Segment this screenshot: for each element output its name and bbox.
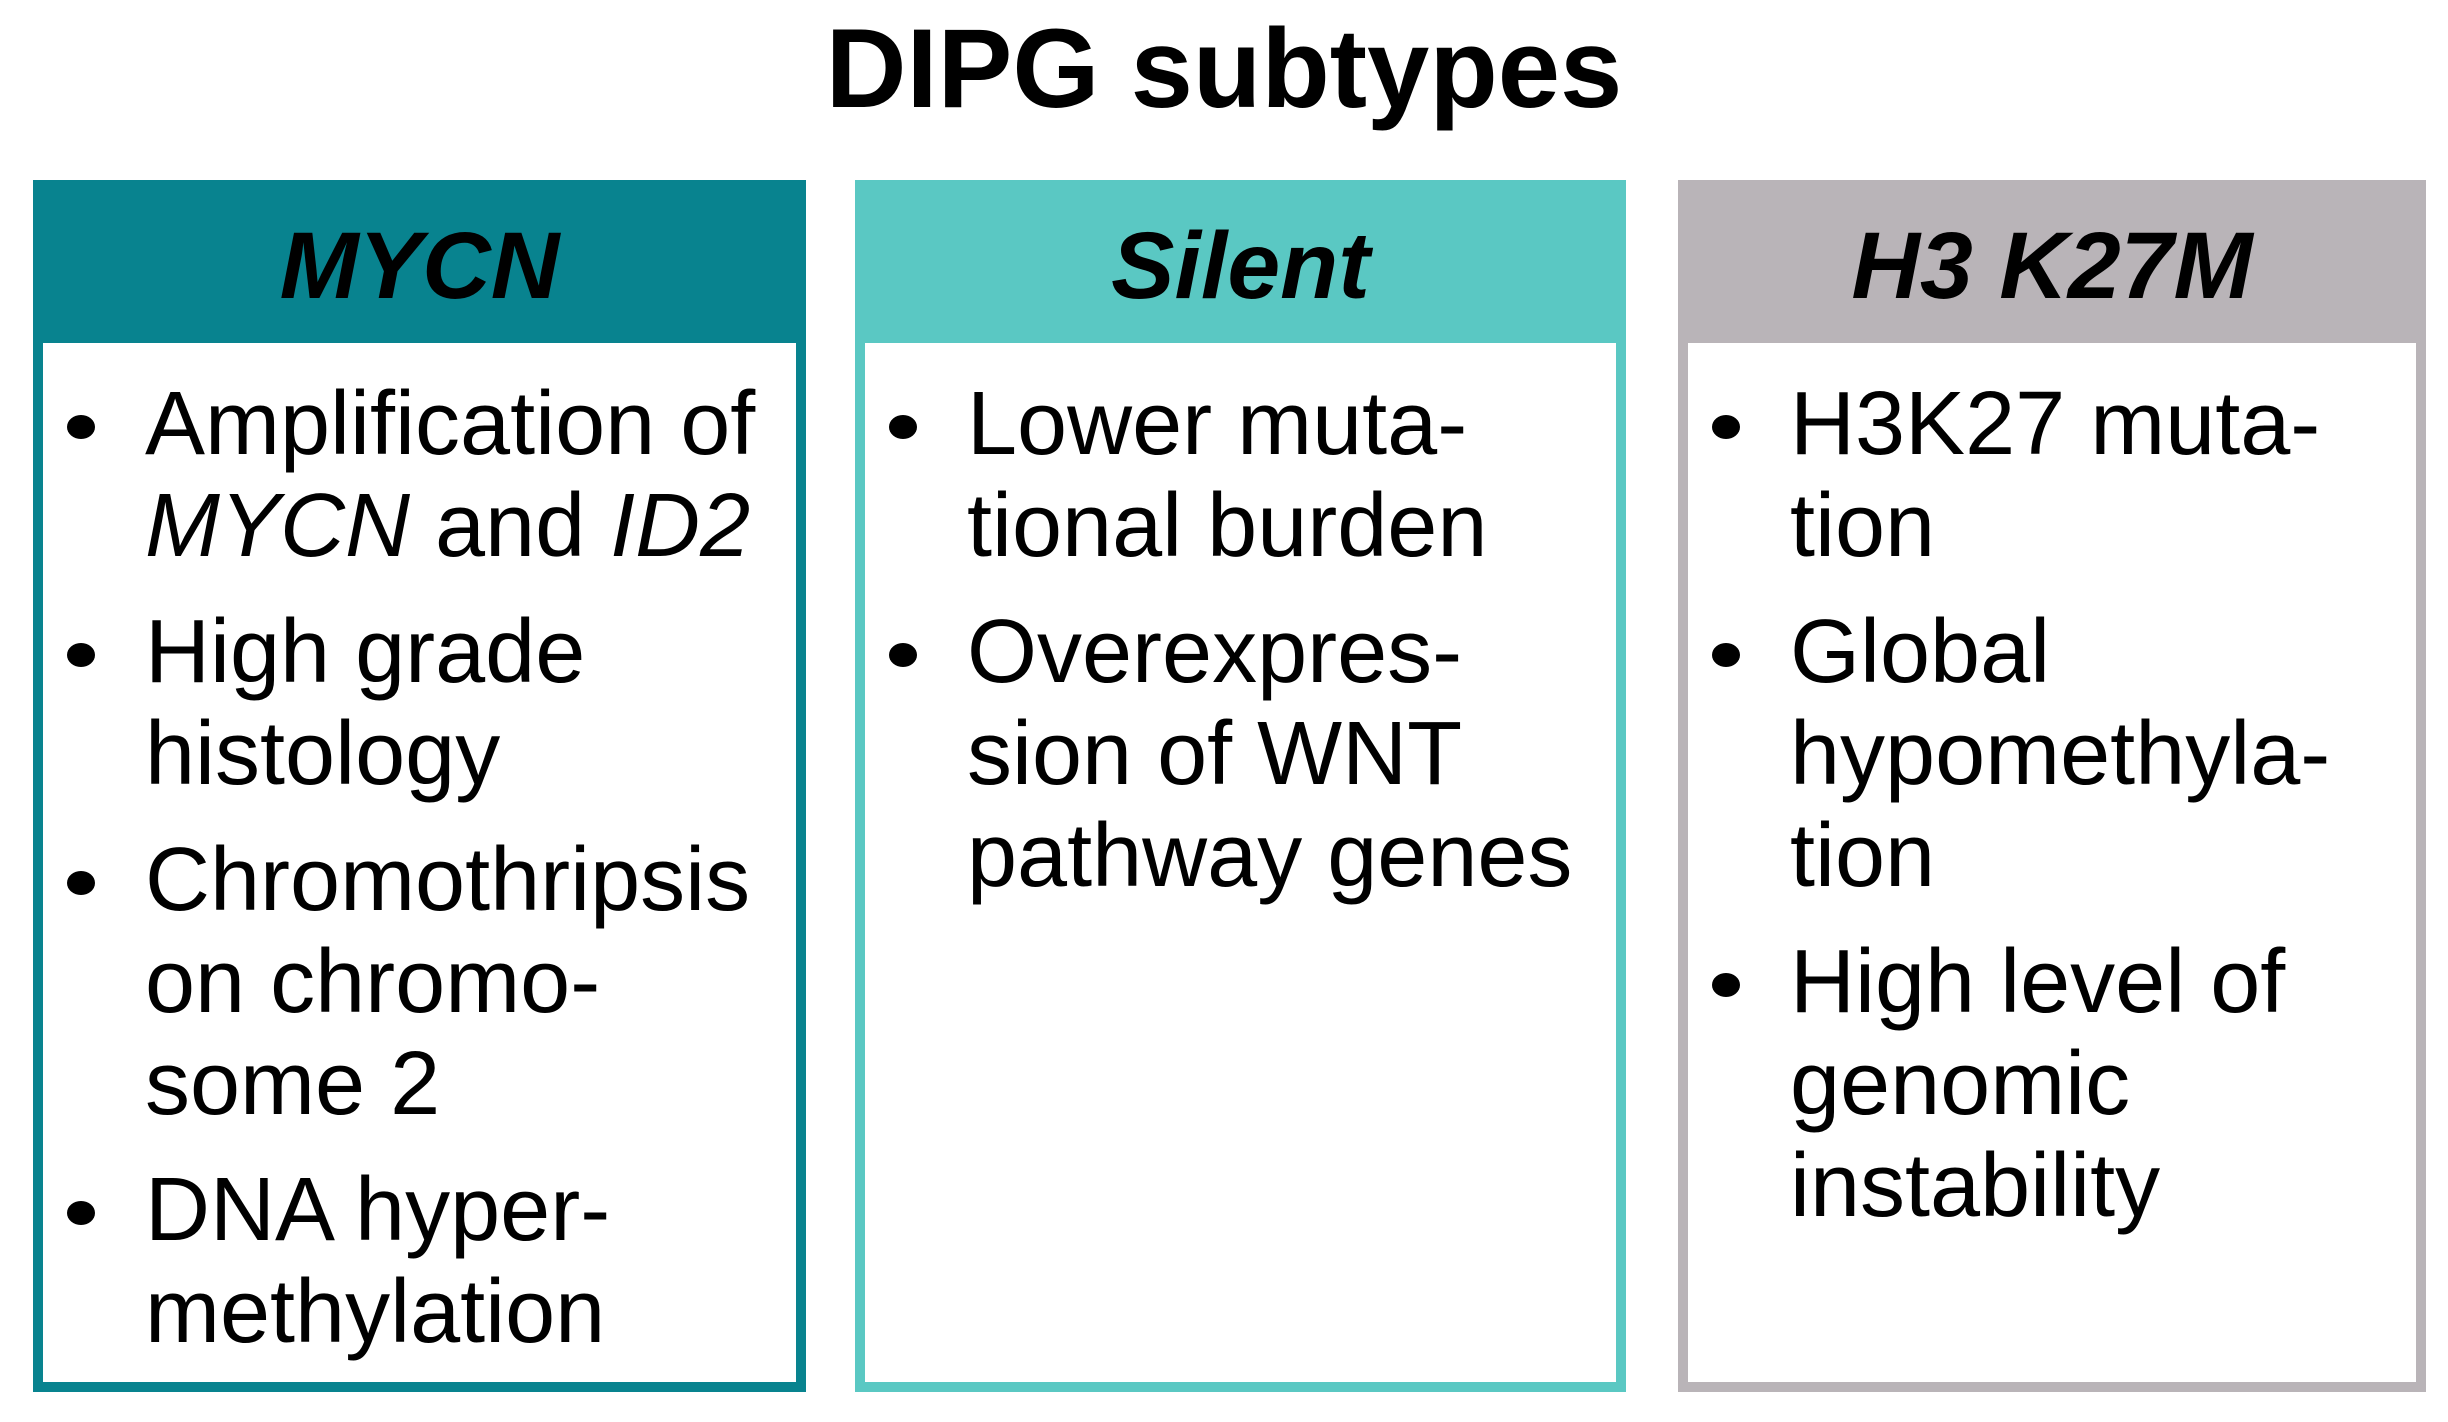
bullet-dot-icon [67, 1201, 95, 1225]
bullet-item: DNA hyper- methylation [67, 1159, 782, 1363]
bullet-dot-icon [67, 643, 95, 667]
bullet-item: Chromothripsis on chromo- some 2 [67, 829, 782, 1135]
bullet-dot-icon [1712, 973, 1740, 997]
bullet-item: Lower muta- tional burden [889, 373, 1602, 577]
card-header-h3k27m: H3 K27M [1688, 190, 2416, 343]
bullet-text: High level of genomic instability [1790, 932, 2286, 1236]
bullet-item: Global hypomethyla- tion [1712, 601, 2402, 907]
bullet-text: H3K27 muta- tion [1790, 374, 2321, 576]
bullet-item: Overexpres- sion of WNT pathway genes [889, 601, 1602, 907]
bullet-dot-icon [67, 415, 95, 439]
bullet-text: Overexpres- sion of WNT pathway genes [967, 602, 1573, 906]
bullet-dot-icon [1712, 415, 1740, 439]
bullet-text: DNA hyper- methylation [145, 1160, 611, 1362]
bullet-item: Amplification of MYCN and ID2 [67, 373, 782, 577]
card-header-mycn: MYCN [43, 190, 796, 343]
bullet-text: Lower muta- tional burden [967, 374, 1488, 576]
bullet-dot-icon [889, 415, 917, 439]
bullet-dot-icon [1712, 643, 1740, 667]
card-header-silent: Silent [865, 190, 1616, 343]
bullet-text: Global hypomethyla- tion [1790, 602, 2331, 906]
bullet-item: H3K27 muta- tion [1712, 373, 2402, 577]
bullet-item: High grade histology [67, 601, 782, 805]
bullet-dot-icon [889, 643, 917, 667]
bullet-item: High level of genomic instability [1712, 931, 2402, 1237]
page-title: DIPG subtypes [825, 6, 1623, 131]
bullet-text: Chromothripsis on chromo- some 2 [145, 830, 751, 1134]
bullet-dot-icon [67, 871, 95, 895]
bullet-text: High grade histology [145, 602, 586, 804]
bullet-text: Amplification of MYCN and ID2 [145, 374, 756, 576]
